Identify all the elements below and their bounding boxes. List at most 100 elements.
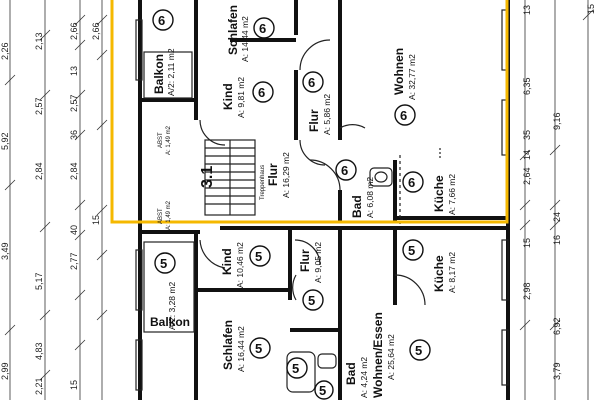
room-area: A: 14,44 m2 <box>240 16 250 62</box>
unit-number-circle <box>394 104 416 126</box>
room-flur-bottom: Flur A: 9,05 m2 5 <box>298 242 324 311</box>
unit-number: 5 <box>292 361 299 376</box>
room-kueche-bottom: Küche A: 8,17 m2 5 <box>402 239 457 293</box>
room-flur-stairs: 3.1 Flur A: 16,29 m2 Treppenhaus ABST A:… <box>158 125 291 230</box>
stairwell-label: Treppenhaus <box>260 165 266 200</box>
unit-number: 6 <box>400 108 407 123</box>
unit-number-circle <box>152 9 174 31</box>
unit-number: 6 <box>341 163 348 178</box>
room-name: Bad <box>344 362 358 385</box>
unit-number-circle <box>249 245 271 267</box>
room-bad-top: Bad A: 6,08 m2 6 <box>335 159 375 218</box>
unit-number-circle <box>314 380 334 400</box>
room-name: Flur <box>298 249 312 272</box>
dim-label: 3,49 <box>0 242 10 260</box>
room-name: Balkon <box>150 315 190 329</box>
dim-label: 15 <box>522 238 532 248</box>
room-name: Balkon <box>152 54 166 94</box>
room-name: Wohnen/Essen <box>371 312 385 398</box>
room-area: A/2: 2,11 m2 <box>166 48 176 96</box>
staircase <box>204 139 256 216</box>
apartment-highlight-frame <box>110 0 509 224</box>
unit-number-circle <box>302 289 324 311</box>
dim-label: 2,64 <box>522 167 532 185</box>
dim-label: 3,79 <box>552 362 562 380</box>
unit-number-circle <box>286 357 308 379</box>
unit-number-circle <box>253 17 275 39</box>
right-dimension-lines <box>519 0 594 400</box>
room-area: A: 9,81 m2 <box>236 77 246 118</box>
unit-number: 6 <box>408 175 415 190</box>
dim-label: 16 <box>552 235 562 245</box>
dim-label: 15 <box>69 380 79 390</box>
unit-number-circle <box>402 171 424 193</box>
room-area: A: 16,44 m2 <box>236 326 246 372</box>
unit-number: 6 <box>308 75 315 90</box>
abst-area: A: 1,49 m2 <box>166 200 172 230</box>
room-area: A: 16,29 m2 <box>281 152 291 198</box>
unit-number-circle <box>402 239 424 261</box>
dim-label: 2,77 <box>69 252 79 270</box>
room-area: A: 6,08 m2 <box>365 177 375 218</box>
dim-label: 5,92 <box>0 132 10 150</box>
dim-label: 2,66 <box>69 22 79 40</box>
room-name: Kind <box>221 83 235 110</box>
dim-label: 15 <box>586 4 596 14</box>
room-name: Kind <box>220 248 234 275</box>
room-flur-top: Flur A: 5,86 m2 6 <box>302 71 332 135</box>
room-area: A: 9,05 m2 <box>313 242 323 283</box>
unit-number-circle <box>409 339 431 361</box>
room-name: Wohnen <box>392 48 406 95</box>
right-dimension-labels: 2,98 15 2,64 14 35 6,35 13 3,79 6,92 16 … <box>522 4 596 380</box>
unit-number-circle <box>335 159 357 181</box>
room-balkon-top: Balkon A/2: 2,11 m2 6 <box>143 9 193 99</box>
stair-number: 3.1 <box>199 166 216 188</box>
dim-label: 36 <box>69 130 79 140</box>
room-kueche-top: Küche A: 7,66 m2 6 <box>402 171 457 215</box>
abst-area: A: 1,49 m2 <box>166 125 172 155</box>
dim-label: 24 <box>552 212 562 222</box>
unit-number: 6 <box>259 21 266 36</box>
room-schlafen-bottom: Schlafen A: 16,44 m2 5 <box>221 320 271 372</box>
dim-label: 2,57 <box>34 97 44 115</box>
room-area: A: 8,17 m2 <box>447 252 457 293</box>
dim-label: 2,84 <box>34 162 44 180</box>
dim-label: 2,13 <box>34 32 44 50</box>
unit-number-circle <box>252 81 274 103</box>
unit-number: 5 <box>255 341 262 356</box>
room-wohnen-top: Wohnen A: 32,77 m2 6 <box>392 48 417 126</box>
room-area: A: 7,66 m2 <box>447 174 457 215</box>
room-name: Bad <box>350 195 364 218</box>
dim-label: 14 <box>522 150 532 160</box>
dim-label: 2,99 <box>0 362 10 380</box>
dim-label: 35 <box>522 130 532 140</box>
room-area: A: 25,64 m2 <box>386 334 396 380</box>
dim-label: 15 <box>91 215 101 225</box>
unit-number: 5 <box>255 249 262 264</box>
room-area: A/2: 3,28 m2 <box>167 282 177 330</box>
room-kind-bottom: Kind A: 10,46 m2 5 <box>220 242 271 288</box>
unit-number: 5 <box>408 243 415 258</box>
room-name: Küche <box>432 175 446 212</box>
unit-number: 5 <box>415 343 422 358</box>
bathroom-fixtures <box>286 148 441 393</box>
dim-label: 13 <box>69 66 79 76</box>
room-area: A: 5,86 m2 <box>322 94 332 135</box>
room-kind-top: Kind A: 9,81 m2 6 <box>221 77 274 118</box>
room-name: Flur <box>307 109 321 132</box>
unit-number: 5 <box>319 383 326 398</box>
abst-label: ABST <box>158 132 164 148</box>
unit-number: 5 <box>160 256 167 271</box>
room-name: Schlafen <box>221 320 235 370</box>
dim-label: 6,92 <box>552 317 562 335</box>
room-name: Schlafen <box>226 5 240 55</box>
room-name: Flur <box>266 163 280 186</box>
unit-number: 5 <box>308 293 315 308</box>
left-dimension-labels: 2,99 3,49 5,92 2,26 4,83 2,21 5,17 2,84 … <box>0 22 101 395</box>
room-name: Küche <box>432 255 446 292</box>
room-balkon-bottom: Balkon A/2: 3,28 m2 5 <box>143 241 195 333</box>
dim-label: 6,35 <box>522 77 532 95</box>
dim-label: 2,57 <box>69 94 79 112</box>
dim-label: 2,98 <box>522 282 532 300</box>
unit-number-circle <box>154 252 176 274</box>
